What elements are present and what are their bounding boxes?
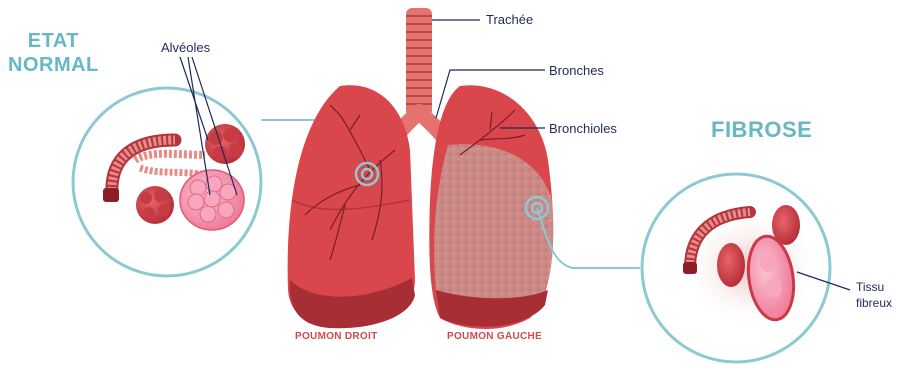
fibrosis-heading: FIBROSE: [711, 118, 812, 142]
right-lung: [288, 85, 415, 328]
trachee-label: Trachée: [486, 12, 533, 27]
alveolus-cluster-pink: [180, 170, 244, 230]
alveoles-label: Alvéoles: [161, 40, 210, 55]
bronches-label: Bronches: [549, 63, 604, 78]
alveolus-cluster-left: [136, 186, 174, 224]
tissu-fibreux-label: Tissu fibreux: [856, 279, 892, 311]
bronchioles-label: Bronchioles: [549, 121, 617, 136]
left-lung-caption: POUMON GAUCHE: [447, 331, 542, 342]
normal-state-heading: ETAT NORMAL: [8, 29, 99, 77]
fibrosis-magnifier: [537, 174, 850, 362]
fibrotic-alveolus-left: [717, 243, 745, 287]
right-lung-caption: POUMON DROIT: [295, 331, 378, 342]
left-lung: [429, 85, 553, 329]
